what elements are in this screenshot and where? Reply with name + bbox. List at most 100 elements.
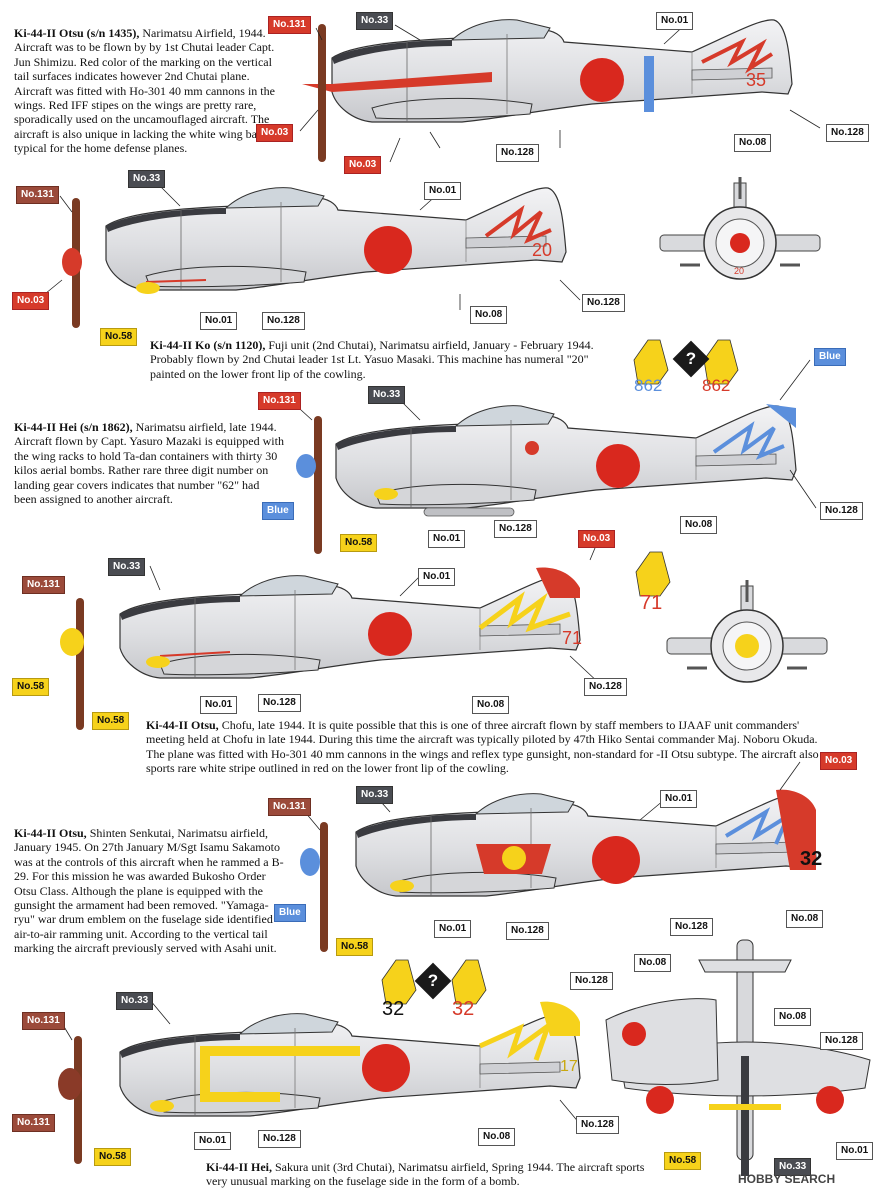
callout-58-p6: No.58	[94, 1148, 132, 1166]
callout-08-p3: No.08	[680, 516, 718, 534]
caption-1: Ki-44-II Otsu (s/n 1435), Narimatsu Airf…	[14, 26, 284, 156]
caption-2-title: Ki-44-II Ko (s/n 1120),	[150, 338, 266, 352]
callout-01-p5a: No.01	[660, 790, 698, 808]
caption-6-title: Ki-44-II Hei,	[206, 1160, 272, 1174]
callout-128-p5: No.128	[506, 922, 549, 940]
watermark-text: HOBBY SEARCH	[738, 1172, 836, 1186]
callout-131-p5: No.131	[268, 798, 311, 816]
callout-128-plan-b: No.128	[820, 1032, 863, 1050]
caption-4-title: Ki-44-II Otsu,	[146, 718, 219, 732]
callout-131-p6a: No.131	[22, 1012, 65, 1030]
callout-33-p4: No.33	[108, 558, 146, 576]
callout-08-plan-b: No.08	[774, 1008, 812, 1026]
caption-1-title: Ki-44-II Otsu (s/n 1435),	[14, 26, 140, 40]
prop-6	[74, 1036, 82, 1164]
gear-cover-left	[633, 339, 669, 385]
gear-cover-71	[635, 551, 671, 597]
front-view-4	[665, 578, 829, 684]
callout-58-p4b: No.58	[92, 712, 130, 730]
gear-cover-32b	[451, 959, 487, 1005]
number-20: 20	[532, 240, 553, 260]
callout-128-p4b: No.128	[584, 678, 627, 696]
number-35: 35	[746, 70, 767, 90]
callout-131-p6b: No.131	[12, 1114, 55, 1132]
question-mark-2: ?	[414, 962, 452, 1000]
caption-4-text: Chofu, late 1944. It is quite possible t…	[146, 718, 819, 776]
callout-58-p4a: No.58	[12, 678, 50, 696]
callout-08-p6: No.08	[478, 1128, 516, 1146]
callout-128-p2a: No.128	[262, 312, 305, 330]
callout-03-p4a: No.03	[578, 530, 616, 548]
prop-3	[314, 416, 322, 554]
callout-03-p5: No.03	[820, 752, 858, 770]
caption-5: Ki-44-II Otsu, Shinten Senkutai, Narimat…	[14, 826, 284, 956]
number-20-front: 20	[734, 266, 745, 276]
callout-blue-p3a: Blue	[814, 348, 846, 366]
callout-58-p3: No.58	[340, 534, 378, 552]
caption-6: Ki-44-II Hei, Sakura unit (3rd Chutai), …	[206, 1160, 646, 1189]
callout-128-p6a: No.128	[258, 1130, 301, 1148]
callout-08-p5: No.08	[786, 910, 824, 928]
number-71: 71	[562, 628, 583, 648]
callout-08-p2: No.08	[470, 306, 508, 324]
callout-128-top: No.128	[670, 918, 713, 936]
callout-blue-p5: Blue	[274, 904, 306, 922]
callout-blue-p3b: Blue	[262, 502, 294, 520]
gear-cover-32a	[381, 959, 417, 1005]
callout-03-p1b: No.03	[344, 156, 382, 174]
number-32-black: 32	[382, 998, 405, 1020]
number-17: 17	[560, 1058, 578, 1075]
callout-01-p4b: No.01	[200, 696, 238, 714]
caption-3: Ki-44-II Hei (s/n 1862), Narimatsu airfi…	[14, 420, 284, 506]
profile-4	[119, 567, 581, 679]
callout-33-plan: No.33	[774, 1158, 812, 1176]
callout-33-p2: No.33	[128, 170, 166, 188]
wing-top-fragment	[605, 998, 719, 1085]
callout-33-p5: No.33	[356, 786, 394, 804]
prop-4	[76, 598, 84, 730]
number-32-red: 32	[452, 998, 475, 1020]
callout-131-p3: No.131	[258, 392, 301, 410]
callout-128-p3b: No.128	[820, 502, 863, 520]
number-71-side: 71	[640, 592, 663, 614]
callout-128-p4a: No.128	[258, 694, 301, 712]
callout-33-p1: No.33	[356, 12, 394, 30]
caption-2: Ki-44-II Ko (s/n 1120), Fuji unit (2nd C…	[150, 338, 600, 381]
callout-01-p4a: No.01	[418, 568, 456, 586]
callout-131-p2: No.131	[16, 186, 59, 204]
caption-3-title: Ki-44-II Hei (s/n 1862),	[14, 420, 133, 434]
callout-03-p1a: No.03	[256, 124, 294, 142]
callout-58-plan: No.58	[664, 1152, 702, 1170]
callout-01-p2b: No.01	[200, 312, 238, 330]
prop-1	[318, 24, 326, 162]
callout-33-p6: No.33	[116, 992, 154, 1010]
callout-01-p5b: No.01	[434, 920, 472, 938]
caption-3-text: Narimatsu airfield, late 1944. Aircraft …	[14, 420, 284, 507]
prop-5	[320, 822, 328, 952]
number-862-red: 862	[702, 376, 731, 395]
callout-128-p1b: No.128	[826, 124, 869, 142]
callout-128-p2b: No.128	[582, 294, 625, 312]
caption-4: Ki-44-II Otsu, Chofu, late 1944. It is q…	[146, 718, 826, 776]
callout-33-p3: No.33	[368, 386, 406, 404]
number-862-blue: 862	[634, 376, 663, 395]
caption-5-text: Shinten Senkutai, Narimatsu airfield, Ja…	[14, 826, 284, 956]
callout-08-p1: No.08	[734, 134, 772, 152]
profile-5	[355, 789, 817, 897]
callout-08-plan-a: No.08	[634, 954, 672, 972]
caption-1-text: Narimatsu Airfield, 1944. Aircraft was t…	[14, 26, 275, 156]
callout-08-p4: No.08	[472, 696, 510, 714]
callout-128-p1a: No.128	[496, 144, 539, 162]
callout-128-plan-a: No.128	[570, 972, 613, 990]
callout-131-p4: No.131	[22, 576, 65, 594]
callout-131-p1: No.131	[268, 16, 311, 34]
number-32: 32	[800, 848, 823, 870]
profile-2	[105, 187, 567, 294]
caption-5-title: Ki-44-II Otsu,	[14, 826, 87, 840]
callout-128-p6b: No.128	[576, 1116, 619, 1134]
callout-01-p2a: No.01	[424, 182, 462, 200]
question-mark-1: ?	[672, 340, 710, 378]
profile-3	[335, 404, 797, 517]
profile-6	[119, 1001, 581, 1117]
